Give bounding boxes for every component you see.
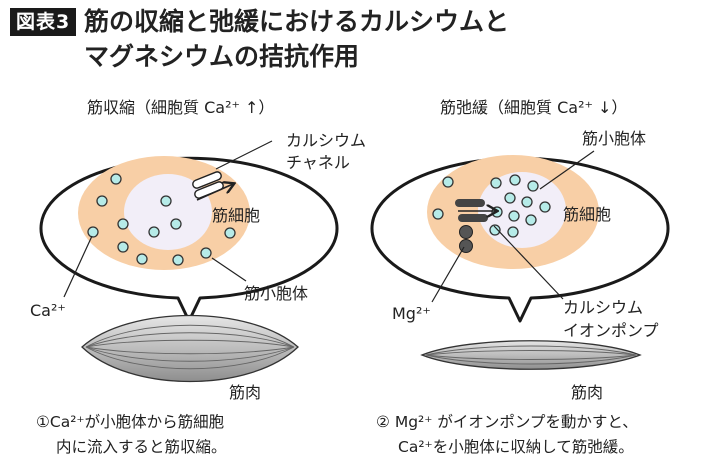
left-sr-leader-line xyxy=(211,257,247,282)
right-muscle-icon xyxy=(420,340,642,370)
title-line-2: マグネシウムの拮抗作用 xyxy=(84,42,360,71)
calcium-channel-icon xyxy=(192,171,233,201)
left-ions-sr xyxy=(87,173,236,266)
left-caption-line-2: 内に流入すると筋収縮。 xyxy=(56,438,227,456)
channel-label-line-1: カルシウム xyxy=(286,131,366,150)
channel-leader-line xyxy=(215,140,273,170)
right-heading: 筋弛緩（細胞質 Ca²⁺ ↓） xyxy=(440,98,627,117)
ca-leader-line xyxy=(63,235,93,298)
calcium-ion-pump-icon xyxy=(455,199,496,222)
left-caption-line-1: ①Ca²⁺が小胞体から筋細胞 xyxy=(36,413,225,431)
pump-label-line-1: カルシウム xyxy=(563,298,643,317)
right-caption: ② Mg²⁺ がイオンポンプを動かすと、 Ca²⁺を小胞体に収納して筋弛緩。 xyxy=(376,410,638,460)
right-ions-stored xyxy=(489,174,551,238)
mg-ion-label: Mg²⁺ xyxy=(392,304,431,323)
right-panel: 筋弛緩（細胞質 Ca²⁺ ↓） xyxy=(370,98,670,402)
left-sr-label: 筋小胞体 xyxy=(244,284,308,303)
right-caption-line-1: ② Mg²⁺ がイオンポンプを動かすと、 xyxy=(376,413,638,431)
right-cell-label: 筋細胞 xyxy=(563,205,611,224)
pump-label-line-2: イオンポンプ xyxy=(563,321,659,340)
right-caption-line-2: Ca²⁺を小胞体に収納して筋弛緩。 xyxy=(398,438,634,456)
left-caption: ①Ca²⁺が小胞体から筋細胞 内に流入すると筋収縮。 xyxy=(36,410,227,460)
pump-leader-line xyxy=(493,225,564,300)
figure-header: 図表3 筋の収縮と弛緩におけるカルシウムと マグネシウムの拮抗作用 xyxy=(0,0,710,78)
left-muscle-label: 筋肉 xyxy=(229,383,261,402)
left-ions-cytoplasm xyxy=(148,195,182,238)
figure-badge: 図表3 xyxy=(10,8,77,36)
channel-label-line-2: チャネル xyxy=(286,153,350,172)
right-sr-leader-line xyxy=(539,150,595,190)
left-cytoplasm xyxy=(124,174,212,250)
ca-ion-label: Ca²⁺ xyxy=(30,301,66,320)
left-heading: 筋収縮（細胞質 Ca²⁺ ↑） xyxy=(87,98,274,117)
title-line-1: 筋の収縮と弛緩におけるカルシウムと xyxy=(84,7,510,36)
right-sr-label: 筋小胞体 xyxy=(582,129,646,148)
figure-title: 筋の収縮と弛緩におけるカルシウムと マグネシウムの拮抗作用 xyxy=(84,4,509,74)
right-ions-outside xyxy=(432,176,454,220)
left-panel: 筋収縮（細胞質 Ca²⁺ ↑） xyxy=(30,98,366,402)
left-cell-label: 筋細胞 xyxy=(212,206,260,225)
right-muscle-label: 筋肉 xyxy=(571,383,603,402)
mg-leader-line xyxy=(431,246,465,303)
left-muscle-icon xyxy=(81,314,299,383)
